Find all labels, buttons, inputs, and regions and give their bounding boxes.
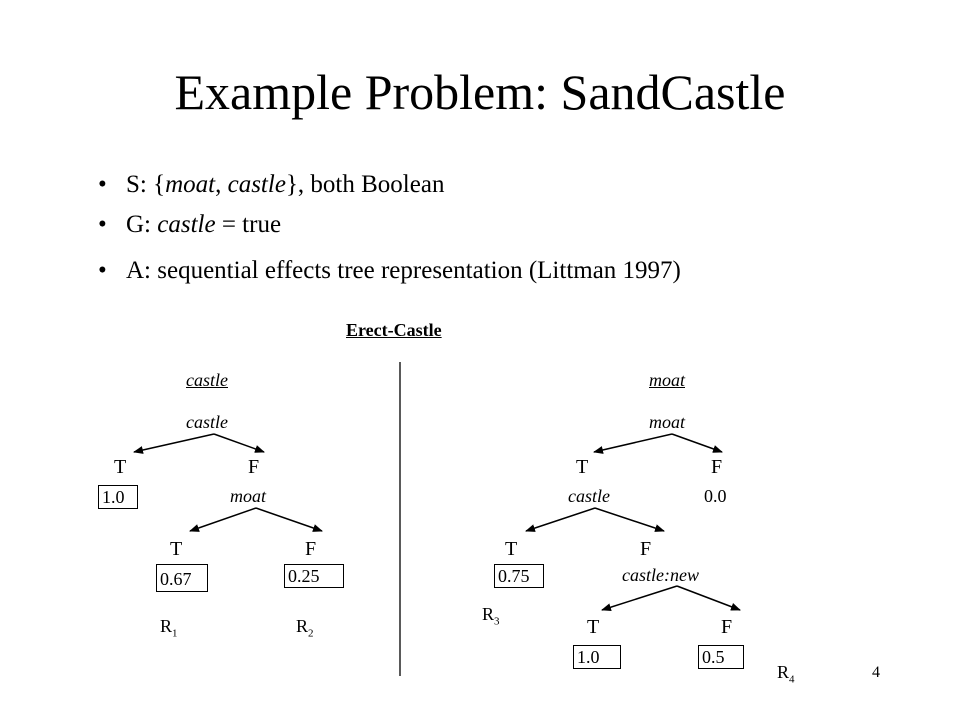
edge-castlenew-false — [676, 585, 741, 611]
branch-true-label: T — [114, 456, 127, 478]
branch-true-label: T — [587, 616, 600, 638]
leaf-value: 0.25 — [284, 564, 344, 588]
bullet-text: S: { — [126, 171, 166, 198]
edge-moat-false — [671, 433, 723, 453]
edge-moat-false — [255, 507, 323, 532]
bullet-dot: • — [98, 257, 107, 284]
node-moat: moat — [230, 486, 266, 506]
edge-moat-true — [593, 433, 673, 454]
bullet-em: castle — [227, 171, 286, 198]
branch-false-label: F — [248, 456, 260, 478]
node-castle: castle — [568, 486, 610, 506]
branch-false-label: F — [305, 538, 317, 560]
branch-true-label: T — [505, 538, 518, 560]
edge-moat-true — [189, 507, 257, 532]
edge-castle-true — [133, 433, 215, 454]
leaf-value: 0.67 — [156, 564, 208, 592]
bullet-em: castle — [157, 211, 216, 238]
bullet-actions: • A: sequential effects tree representati… — [98, 256, 681, 286]
branch-false-label: F — [711, 456, 723, 478]
bullet-dot: • — [98, 171, 107, 198]
branch-true-label: T — [576, 456, 589, 478]
node-moat: moat — [649, 412, 685, 432]
node-castle-new: castle:new — [622, 565, 699, 585]
branch-false-label: F — [640, 538, 652, 560]
bullet-goal: • G: castle = true — [98, 210, 281, 240]
bullet-text: A: sequential effects tree representatio… — [126, 257, 681, 284]
effect-var-castle: castle — [186, 370, 228, 390]
edge-castle-false — [594, 507, 665, 532]
bullet-dot: • — [98, 211, 107, 238]
bullet-text: , — [215, 171, 228, 198]
bullet-state: • S: {moat, castle}, both Boolean — [98, 170, 444, 200]
bullet-em: moat — [165, 171, 216, 198]
action-label: Erect-Castle — [346, 320, 442, 340]
leaf-value: 0.5 — [698, 645, 744, 669]
slide-title: Example Problem: SandCastle — [174, 64, 786, 120]
reward-label: R4 — [777, 662, 795, 686]
branch-true-label: T — [170, 538, 183, 560]
leaf-value: 0.75 — [494, 564, 544, 588]
reward-label: R2 — [296, 616, 314, 640]
bullet-text: G: — [126, 211, 158, 238]
reward-label: R1 — [160, 616, 178, 640]
reward-label: R3 — [482, 604, 500, 628]
edge-castle-false — [213, 433, 265, 453]
effect-var-moat: moat — [649, 370, 685, 390]
bullet-text: }, both Boolean — [285, 171, 445, 198]
edge-castlenew-true — [601, 585, 678, 612]
leaf-value: 1.0 — [98, 485, 138, 509]
leaf-value: 1.0 — [573, 645, 621, 669]
leaf-value: 0.0 — [704, 486, 727, 506]
edge-castle-true — [525, 507, 596, 532]
node-castle: castle — [186, 412, 228, 432]
page-number: 4 — [872, 664, 880, 681]
branch-false-label: F — [721, 616, 733, 638]
bullet-text: = true — [215, 211, 282, 238]
